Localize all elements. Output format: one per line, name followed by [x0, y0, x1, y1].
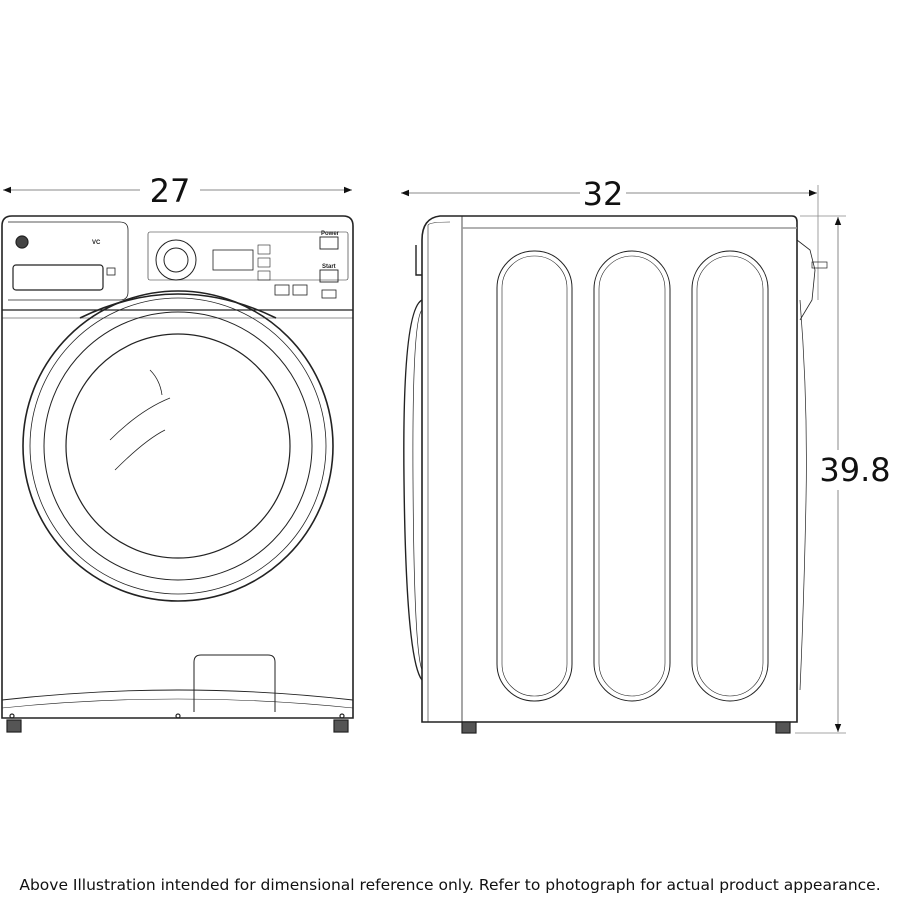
height-dimension: 39.8 — [795, 215, 891, 734]
width-dimension: 27 — [3, 172, 352, 210]
power-label: Power — [321, 231, 340, 237]
side-panel-ribs — [496, 250, 769, 702]
side-view — [403, 215, 828, 734]
model-badge: VC — [92, 240, 101, 246]
start-label: Start — [322, 264, 336, 270]
depth-dimension: 32 — [401, 175, 819, 300]
front-view — [1, 215, 354, 733]
width-label: 27 — [150, 172, 191, 210]
disclaimer-caption: Above Illustration intended for dimensio… — [19, 876, 881, 894]
height-label: 39.8 — [819, 451, 890, 489]
depth-label: 32 — [583, 175, 624, 213]
